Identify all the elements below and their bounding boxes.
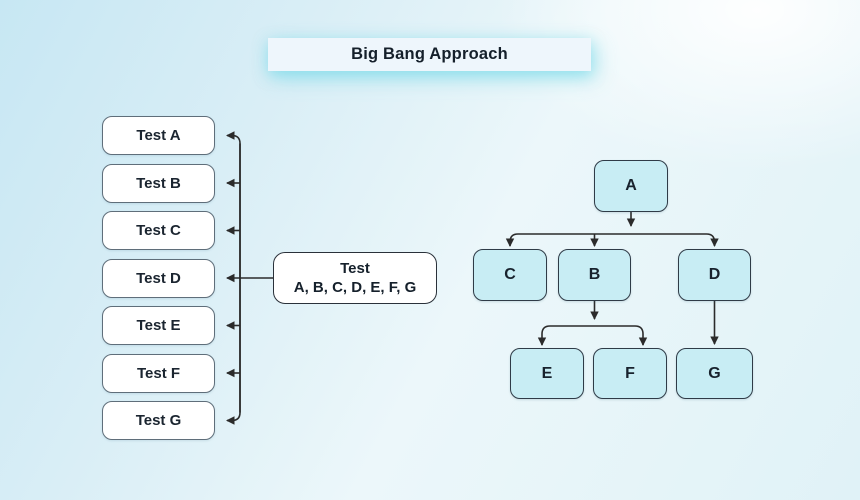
test-box-b: Test B xyxy=(102,163,215,203)
hub-box: Test A, B, C, D, E, F, G xyxy=(273,252,437,304)
test-box-c-label: Test C xyxy=(136,222,181,239)
left-rail-bottom-arrow xyxy=(226,143,241,425)
test-box-e: Test E xyxy=(102,306,215,345)
left-rail-top-arrow xyxy=(226,131,241,413)
node-b-label: B xyxy=(588,266,601,283)
node-box-b: B xyxy=(558,249,631,301)
node-box-a: A xyxy=(594,160,668,212)
node-a-label: A xyxy=(625,177,637,194)
test-box-g-label: Test G xyxy=(135,412,182,429)
node-e-label: E xyxy=(541,364,553,382)
test-box-a-label: Test A xyxy=(136,127,181,144)
node-g-label: G xyxy=(708,364,721,382)
hub-line2: A, B, C, D, E, F, G xyxy=(293,279,417,296)
node-c-label: C xyxy=(504,266,516,283)
node-box-g: G xyxy=(676,348,753,399)
distribution-b-children xyxy=(537,325,648,346)
test-box-c: Test C xyxy=(102,211,215,250)
test-box-a: Test A xyxy=(102,116,215,155)
node-d-label: D xyxy=(708,266,721,283)
node-box-c: C xyxy=(473,249,547,301)
node-f-label: F xyxy=(625,364,635,382)
test-box-f-label: Test F xyxy=(136,364,181,382)
page-title: Big Bang Approach xyxy=(351,45,508,63)
test-box-d: Test D xyxy=(102,258,215,298)
distribution-a-children xyxy=(505,233,719,247)
hub-line1: Test xyxy=(340,259,370,277)
test-box-d-label: Test D xyxy=(136,269,181,287)
test-box-f: Test F xyxy=(102,353,215,393)
node-box-f: F xyxy=(593,348,667,399)
node-box-e: E xyxy=(510,348,584,399)
node-box-d: D xyxy=(678,249,751,301)
test-box-g: Test G xyxy=(102,401,215,440)
test-box-e-label: Test E xyxy=(136,317,181,334)
test-box-b-label: Test B xyxy=(136,174,181,192)
title-bar: Big Bang Approach xyxy=(268,38,591,71)
